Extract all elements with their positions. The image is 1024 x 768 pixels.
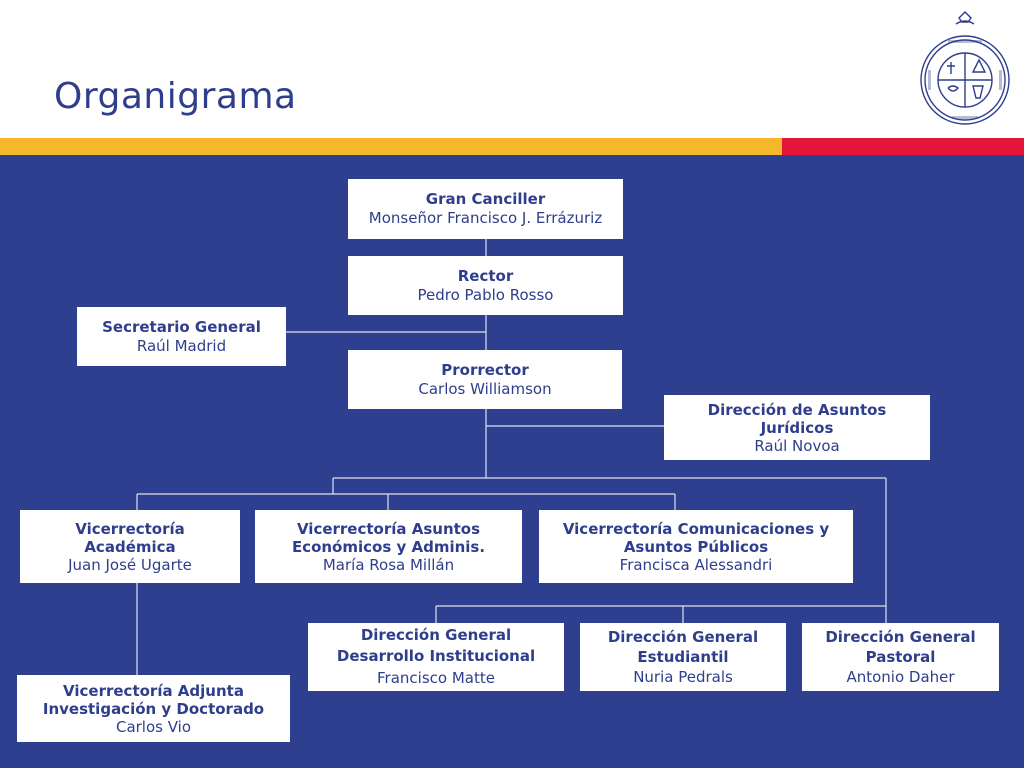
node-role: Secretario General: [102, 317, 261, 336]
node-person: Raúl Novoa: [754, 436, 840, 455]
accent-bar-red: [782, 138, 1024, 155]
node-secretario-general: Secretario General Raúl Madrid: [77, 307, 286, 366]
node-vr-academica: Vicerrectoría Académica Juan José Ugarte: [20, 510, 240, 583]
node-role: Dirección General Desarrollo Institucion…: [336, 626, 536, 665]
node-asuntos-juridicos: Dirección de Asuntos Jurídicos Raúl Novo…: [664, 395, 930, 460]
node-person: Raúl Madrid: [136, 336, 227, 355]
node-dg-pastoral: Dirección General Pastoral Antonio Daher: [802, 623, 999, 691]
node-role: Vicerrectoría Asuntos Económicos y Admin…: [291, 519, 486, 556]
node-vr-comunicaciones: Vicerrectoría Comunicaciones y Asuntos P…: [539, 510, 853, 583]
node-person: Juan José Ugarte: [68, 555, 192, 574]
node-rector: Rector Pedro Pablo Rosso: [348, 256, 623, 315]
node-role: Gran Canciller: [425, 190, 546, 208]
node-role: Dirección General Pastoral: [825, 628, 976, 666]
university-seal-icon: [920, 11, 1010, 125]
node-dg-estudiantil: Dirección General Estudiantil Nuria Pedr…: [580, 623, 786, 691]
node-role: Rector: [457, 266, 514, 285]
node-person: Francisco Matte: [377, 669, 495, 687]
node-person: Carlos Vio: [115, 717, 192, 736]
node-person: Monseñor Francisco J. Errázuriz: [368, 209, 603, 227]
page-title: Organigrama: [54, 76, 297, 117]
node-role: Vicerrectoría Adjunta Investigación y Do…: [42, 681, 265, 718]
node-prorrector: Prorrector Carlos Williamson: [348, 350, 622, 409]
node-role: Dirección General Estudiantil: [607, 628, 759, 666]
slide-header: [0, 0, 1024, 138]
node-vr-adjunta: Vicerrectoría Adjunta Investigación y Do…: [17, 675, 290, 742]
node-person: María Rosa Millán: [322, 555, 455, 574]
node-person: Pedro Pablo Rosso: [417, 285, 554, 304]
node-vr-economicos: Vicerrectoría Asuntos Económicos y Admin…: [255, 510, 522, 583]
node-dg-desarrollo: Dirección General Desarrollo Institucion…: [308, 623, 564, 691]
node-person: Antonio Daher: [846, 668, 955, 686]
node-role: Dirección de Asuntos Jurídicos: [707, 400, 887, 437]
node-role: Prorrector: [441, 360, 529, 379]
node-person: Carlos Williamson: [418, 379, 552, 398]
node-person: Nuria Pedrals: [633, 668, 733, 686]
node-role: Vicerrectoría Académica: [75, 519, 185, 556]
accent-bar-gold: [0, 138, 782, 155]
node-gran-canciller: Gran Canciller Monseñor Francisco J. Err…: [348, 179, 623, 239]
node-person: Francisca Alessandri: [619, 555, 773, 574]
node-role: Vicerrectoría Comunicaciones y Asuntos P…: [562, 519, 830, 556]
